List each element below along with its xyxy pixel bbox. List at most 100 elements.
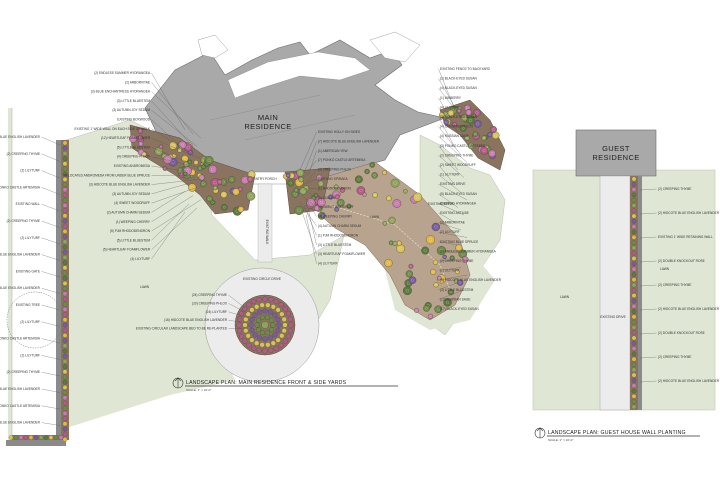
lawn-label-2: LAWN (370, 215, 380, 219)
plant-symbol (62, 192, 68, 198)
plant-symbol (62, 161, 68, 167)
leader-line (41, 355, 61, 360)
center-labels-14: (4) LILYTURF (318, 262, 338, 266)
right-main-labels-12: EXISTING DRIVE (440, 182, 466, 186)
roof-white-extension (227, 51, 371, 99)
plant-symbol (62, 291, 68, 297)
left-labels-0: (2) ENDLESS SUMMER HYDRANGEA (94, 71, 151, 75)
plant-symbol (405, 270, 413, 278)
right-main-labels-1: (2) BLACK-EYED SUSAN (440, 77, 478, 81)
far-left-labels-11: (2) LILYTURF (20, 320, 40, 324)
guest-residence-label-1: GUEST (602, 144, 630, 153)
plant-symbol (451, 121, 458, 128)
plant-symbol (141, 151, 147, 157)
left-labels-13: (3) AUTUMN JOY SEDUM (112, 192, 150, 196)
leader-line (151, 165, 186, 172)
plant-symbol (317, 180, 325, 187)
plant-symbol (264, 330, 271, 336)
labels-circle-bed: (24) CREEPING THYME(20) CREEPING PHLOX(2… (136, 293, 250, 331)
left-labels-15: (2) AUTUMN CHARM SEDUM (107, 211, 151, 215)
plant-symbol (62, 437, 68, 442)
guest-wall-plantings (631, 176, 637, 410)
plant-symbol (199, 180, 207, 188)
plant-symbol (631, 272, 637, 277)
labels-far-left-wall: (5) HIDCOTE BLUE ENGLISH LAVENDER(2) CRE… (0, 135, 61, 426)
plant-symbol (431, 222, 441, 232)
plant-symbol (178, 140, 187, 150)
leader-line (41, 422, 61, 426)
plant-symbol (62, 234, 68, 239)
existing-walk-label: EXISTING WALK (265, 220, 269, 246)
plant-symbol (631, 245, 637, 251)
plant-symbol (282, 338, 288, 344)
guest-residence-roof (575, 129, 657, 177)
leader-line (307, 150, 317, 177)
leader-line (41, 288, 61, 294)
right-main-labels-5: (3) BLACK-EYED SUSAN (440, 115, 478, 119)
plant-symbol (631, 314, 637, 320)
plant-symbol (239, 333, 245, 339)
leader-line (438, 184, 468, 201)
leader-line (438, 251, 465, 253)
far-left-labels-8: EXISTING GATE (16, 269, 40, 273)
leader-line (151, 91, 202, 139)
leader-line (438, 289, 465, 300)
plant-symbol (62, 208, 68, 213)
leader-line (438, 164, 456, 186)
guest-existing-drive (599, 175, 631, 411)
plant-symbol (282, 306, 288, 312)
plant-symbol (62, 218, 68, 224)
plant-symbol (262, 296, 268, 302)
plant-symbol (631, 293, 637, 298)
plant-symbol (265, 302, 271, 308)
center-labels-9: (4) WEEPING CHERRY (318, 215, 353, 219)
plant-symbol (631, 346, 637, 351)
plant-symbol (275, 317, 281, 323)
plant-symbol (62, 296, 68, 302)
leader-line (299, 201, 317, 227)
plant-symbol (181, 155, 189, 163)
leader-line (438, 297, 456, 310)
leader-line (438, 88, 468, 126)
plant-symbol (396, 244, 405, 254)
leader-line (438, 193, 459, 208)
plant-symbol (62, 431, 68, 437)
left-labels-19: (5) HEARTLEAF FOAMFLOWER (103, 248, 151, 252)
plant-symbol (249, 317, 255, 323)
plant-symbol (328, 194, 334, 200)
leader-line (438, 68, 456, 111)
plant-symbol (281, 328, 287, 334)
plant-symbol (62, 400, 68, 406)
plant-symbol (62, 171, 68, 177)
right-main-labels-19: (2) ENDLESS SUMMER HYDRANGEA (440, 249, 497, 253)
plant-symbol (62, 213, 68, 219)
leader-line (41, 405, 61, 410)
right-main-labels-2: (4) BLACK-EYED SUSAN (440, 86, 478, 90)
plant-symbol (631, 351, 637, 357)
plant-symbol (631, 219, 637, 224)
guest-wall (638, 176, 642, 410)
far-left-labels-7: (3) HIDCOTE BLUE ENGLISH LAVENDER (0, 253, 41, 257)
circle-labels-0: (24) CREEPING THYME (192, 293, 227, 297)
plant-symbol (631, 234, 637, 240)
plant-symbol (414, 307, 419, 313)
plant-symbol (62, 333, 68, 338)
circle-labels-1: (20) CREEPING PHLOX (192, 301, 228, 305)
plant-symbol (334, 194, 340, 200)
existing-walk (257, 183, 273, 263)
leader-line (438, 282, 459, 290)
plant-symbol (62, 203, 68, 208)
plant-symbol (129, 134, 137, 143)
guest-labels-2: EXISTING 1' WIDE RETAINING WALL (658, 235, 713, 239)
plant-symbol (421, 246, 430, 255)
plant-symbol (403, 188, 408, 194)
plant-symbol (388, 216, 396, 224)
plant-symbol (382, 170, 387, 176)
right-main-labels-24: (12) RUSSIAN SAGE (440, 297, 470, 301)
right-main-labels-4: (4) LILYTURF (440, 105, 460, 109)
leader-line (438, 212, 456, 223)
guest-plan-scale: SCALE: 1" = 10'-0" (548, 438, 573, 442)
plant-symbol (246, 302, 252, 308)
labels-guest-wall: (2) CREEPING THYME(2) HIDCOTE BLUE ENGLI… (639, 187, 720, 383)
plant-symbol (254, 304, 260, 310)
